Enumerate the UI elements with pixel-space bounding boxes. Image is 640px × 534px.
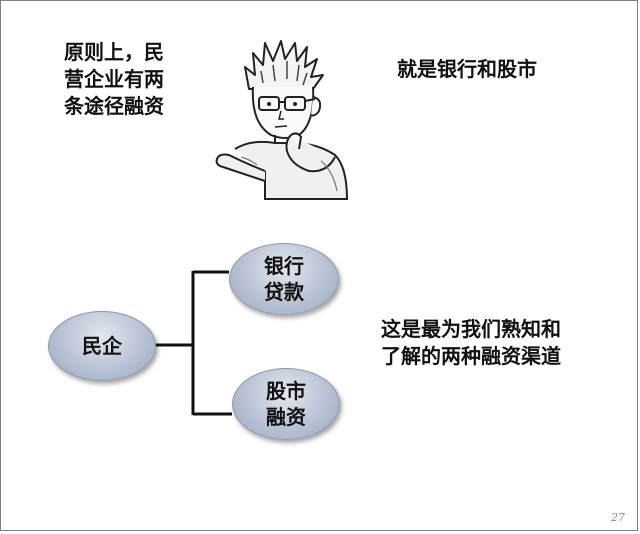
thinking-person-illustration [215, 40, 349, 200]
summary-note-line-2: 了解的两种融资渠道 [381, 344, 561, 368]
left-quote-line-1: 原则上，民 [64, 40, 164, 64]
summary-note: 这是最为我们熟知和 了解的两种融资渠道 [381, 316, 561, 370]
node-stock-financing: 股市 融资 [232, 368, 340, 440]
page-number: 27 [611, 511, 625, 524]
node-stock-line-2: 融资 [266, 405, 306, 429]
node-root: 民企 [48, 311, 156, 381]
left-quote: 原则上，民 营企业有两 条途径融资 [64, 39, 164, 120]
node-bank-line-2: 贷款 [264, 280, 304, 304]
right-quote: 就是银行和股市 [397, 57, 537, 81]
node-bank-line-1: 银行 [264, 254, 304, 278]
left-quote-line-3: 条途径融资 [64, 94, 164, 118]
summary-note-line-1: 这是最为我们熟知和 [381, 317, 561, 341]
left-quote-line-2: 营企业有两 [64, 67, 164, 91]
node-bank-loan: 银行 贷款 [229, 243, 339, 315]
node-stock-line-1: 股市 [266, 379, 306, 403]
